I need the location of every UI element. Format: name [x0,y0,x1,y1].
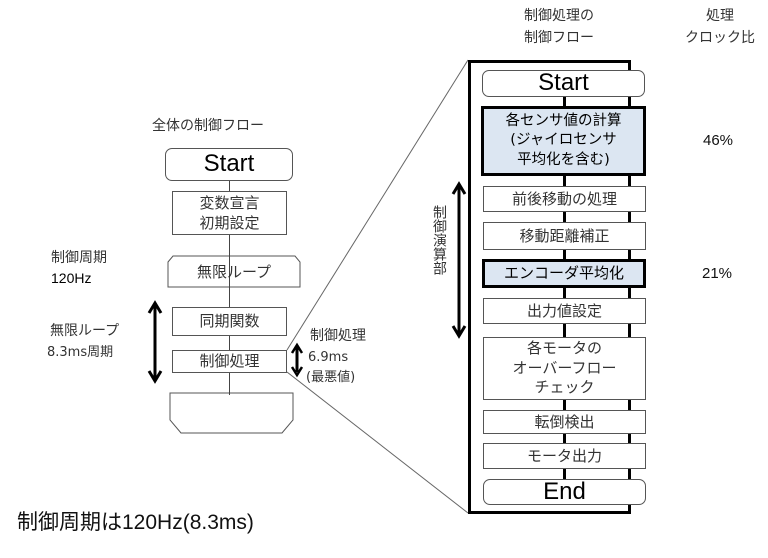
infinite-loop-node: 無限ループ [196,263,272,281]
overflow-check-node: 各モータの オーバーフロー チェック [483,337,646,400]
encoder-clock-ratio: 21% [702,265,733,282]
right-end-node: End [483,478,646,505]
overflow-line-2: オーバーフロー [512,358,617,377]
clock-ratio-title-2: クロック比 [685,30,755,46]
left-start-node: Start [165,148,293,181]
left-flow-title: 全体の制御フロー [152,118,264,134]
init-line-2: 初期設定 [199,214,260,232]
sensor-calc-line-3: 平均化を含む) [517,151,610,168]
init-line-1: 変数宣言 [199,193,260,212]
right-start-node: Start [482,69,645,97]
distance-correction-node: 移動距離補正 [483,222,646,250]
control-process-node: 制御処理 [172,350,287,373]
output-set-node: 出力値設定 [483,298,646,324]
motor-output-node: モータ出力 [483,443,646,469]
sensor-calc-line-2: (ジャイロセンサ [510,132,617,149]
left-flow-line [229,180,230,395]
control-process-label: 制御処理 [310,328,366,344]
clock-ratio-title-1: 処理 [706,8,734,24]
loop-end-shape [169,392,294,434]
loop-label: 無限ループ [50,323,120,339]
control-period-label: 制御周期 [51,250,107,266]
calc-section-arrow [451,181,467,339]
loop-period: 8.3ms周期 [47,345,114,360]
footer-caption: 制御周期は120Hz(8.3ms) [17,511,254,534]
sensor-calc-node: 各センサ値の計算 (ジャイロセンサ 平均化を含む) [481,106,646,176]
control-time-arrow [290,342,304,378]
sensor-calc-clock-ratio: 46% [703,132,734,149]
right-flow-line [563,95,566,485]
sensor-calc-line-1: 各センサ値の計算 [505,112,622,129]
init-node: 変数宣言 初期設定 [172,191,287,235]
move-process-node: 前後移動の処理 [483,186,646,212]
overflow-line-1: 各モータの [526,339,602,358]
control-process-note: (最悪値) [306,370,356,385]
sync-function-node: 同期関数 [172,307,287,336]
loop-period-arrow [147,300,163,384]
overflow-line-3: チェック [534,378,595,397]
fall-detect-node: 転倒検出 [483,410,646,434]
encoder-average-node: エンコーダ平均化 [482,259,646,288]
right-flow-title-1: 制御処理の [524,8,594,24]
calc-section-label: 制御演算部 [431,205,447,275]
right-flow-title-2: 制御フロー [524,30,594,46]
zoom-line-bottom [286,371,469,514]
control-period-value: 120Hz [51,270,92,286]
control-process-time: 6.9ms [308,350,349,365]
